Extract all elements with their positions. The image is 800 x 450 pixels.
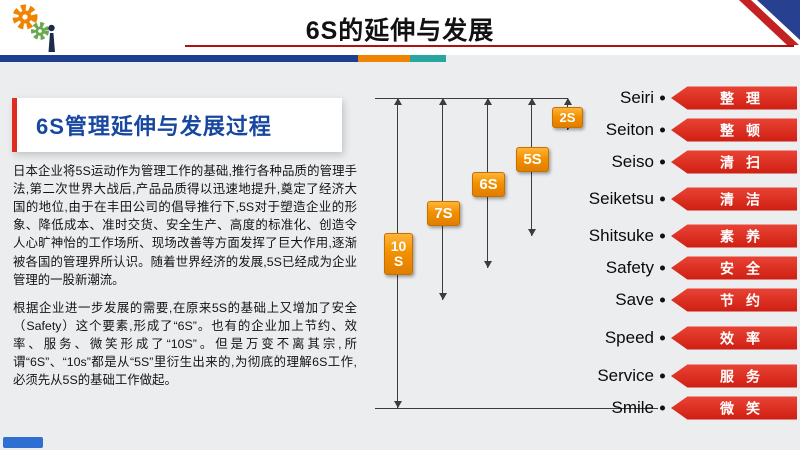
term-banner: 节约 bbox=[671, 288, 797, 312]
banner-label: 素养 bbox=[720, 228, 772, 244]
bullet-dot-icon bbox=[660, 335, 665, 341]
banner-label: 清扫 bbox=[720, 154, 772, 170]
term-row-shitsuke: Shitsuke 素养 bbox=[370, 224, 797, 248]
term-label: Shitsuke bbox=[588, 226, 654, 245]
term-row-smile: Smile 微笑 bbox=[370, 396, 797, 420]
bullet-dot-icon bbox=[660, 233, 665, 239]
corner-ribbon-icon bbox=[739, 0, 800, 45]
term-row-seiso: Seiso 清扫 bbox=[370, 150, 797, 174]
term-banner: 效率 bbox=[671, 326, 797, 350]
banner-label: 效率 bbox=[720, 330, 772, 346]
group-box-7s: 7S bbox=[427, 201, 460, 226]
group-box-6s: 6S bbox=[472, 172, 505, 197]
title-underline bbox=[185, 45, 794, 47]
banner-label: 节约 bbox=[720, 292, 772, 308]
term-label: Seiketsu bbox=[588, 189, 654, 208]
term-banner: 素养 bbox=[671, 224, 797, 248]
term-row-safety: Safety 安全 bbox=[370, 256, 797, 280]
term-banner: 微笑 bbox=[671, 396, 797, 420]
watermark-badge bbox=[3, 437, 43, 448]
bullet-dot-icon bbox=[660, 196, 665, 202]
term-banner: 清洁 bbox=[671, 187, 797, 211]
term-label: Seiton bbox=[605, 120, 654, 139]
bracket-bottom-line bbox=[375, 408, 658, 409]
term-banner: 安全 bbox=[671, 256, 797, 280]
group-box-10s: 10 S bbox=[384, 233, 413, 275]
section-title-card: 6S管理延伸与发展过程 bbox=[12, 98, 342, 152]
bullet-dot-icon bbox=[660, 405, 665, 411]
banner-label: 服务 bbox=[720, 368, 772, 384]
term-row-service: Service 服务 bbox=[370, 364, 797, 388]
bullet-dot-icon bbox=[660, 127, 665, 133]
term-banner: 整顿 bbox=[671, 118, 797, 142]
term-row-save: Save 节约 bbox=[370, 288, 797, 312]
gears-icon bbox=[12, 4, 55, 52]
term-banner: 服务 bbox=[671, 364, 797, 388]
strip-segment-teal bbox=[410, 55, 446, 62]
group-box-2s: 2S bbox=[552, 107, 583, 128]
term-label: Seiri bbox=[619, 88, 654, 107]
page-title: 6S的延伸与发展 bbox=[305, 17, 495, 45]
term-label: Seiso bbox=[611, 152, 654, 171]
section-title: 6S管理延伸与发展过程 bbox=[36, 114, 272, 139]
paragraph-1: 日本企业将5S运动作为管理工作的基础,推行各种品质的管理手法,第二次世界大战后,… bbox=[13, 164, 357, 287]
bracket-line-7s bbox=[438, 98, 447, 300]
bullet-dot-icon bbox=[660, 265, 665, 271]
term-banner: 清扫 bbox=[671, 150, 797, 174]
term-label: Smile bbox=[611, 398, 654, 417]
body-text: 日本企业将5S运动作为管理工作的基础,推行各种品质的管理手法,第二次世界大战后,… bbox=[13, 162, 357, 399]
group-box-5s: 5S bbox=[516, 147, 549, 172]
bullet-dot-icon bbox=[660, 297, 665, 303]
bracket-top-line bbox=[375, 98, 567, 99]
banner-label: 整顿 bbox=[720, 122, 772, 138]
banner-label: 微笑 bbox=[720, 400, 772, 416]
term-row-seiketsu: Seiketsu 清洁 bbox=[370, 187, 797, 211]
term-row-speed: Speed 效率 bbox=[370, 326, 797, 350]
term-row-seiri: Seiri 整理 bbox=[370, 86, 797, 110]
banner-label: 安全 bbox=[720, 260, 772, 276]
term-label: Service bbox=[597, 366, 654, 385]
term-label: Speed bbox=[604, 328, 654, 347]
term-row-seiton: Seiton 整顿 bbox=[370, 118, 797, 142]
bullet-dot-icon bbox=[660, 373, 665, 379]
strip-segment-blue bbox=[0, 55, 358, 62]
term-banner: 整理 bbox=[671, 86, 797, 110]
bullet-dot-icon bbox=[660, 159, 665, 165]
banner-label: 整理 bbox=[720, 90, 772, 106]
header: 6S的延伸与发展 bbox=[0, 0, 800, 55]
paragraph-2: 根据企业进一步发展的需要,在原来5S的基础上又增加了安全（Safety）这个要素… bbox=[13, 300, 357, 388]
bullet-dot-icon bbox=[660, 95, 665, 101]
banner-label: 清洁 bbox=[720, 191, 772, 207]
strip-segment-orange bbox=[358, 55, 410, 62]
6s-extension-diagram: 10 S 7S 6S 5S 2S Seiri 整理 Seiton 整顿 Seis… bbox=[370, 85, 797, 430]
term-label: Save bbox=[615, 290, 654, 309]
term-label: Safety bbox=[605, 258, 654, 277]
